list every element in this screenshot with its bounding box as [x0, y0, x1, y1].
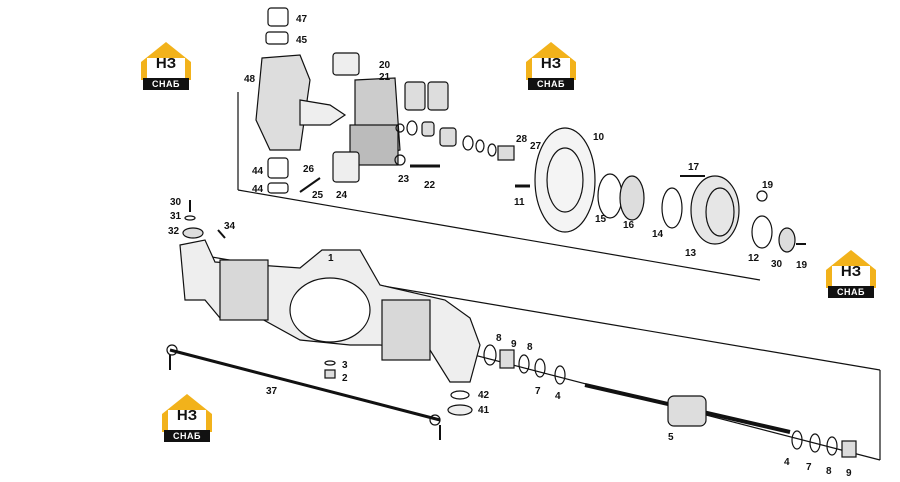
callout-19: 17	[688, 162, 700, 173]
callout-41: 41	[478, 405, 490, 416]
callout-27: 25	[312, 190, 324, 201]
washer-44	[265, 31, 289, 45]
callout-38: 37	[266, 386, 278, 397]
callout-32: 31	[170, 211, 182, 222]
callout-12: 12	[748, 253, 760, 264]
callout-10: 10	[593, 132, 605, 143]
callout-4: 4	[555, 391, 561, 402]
callout-14: 15	[595, 214, 607, 225]
logo-mark: НЗ	[176, 407, 198, 424]
callout-30: 28	[516, 134, 528, 145]
logo-sub: СНАБ	[828, 286, 874, 298]
callout-31: 30	[170, 197, 182, 208]
callout-9b: 9	[846, 468, 852, 479]
plug-21	[756, 190, 768, 202]
callout-7: 7	[535, 386, 541, 397]
seal-14	[597, 173, 623, 219]
logo-mark: НЗ	[155, 55, 177, 72]
callout-21: 19	[762, 180, 774, 191]
callout-20: 19	[796, 260, 808, 271]
pad-48b	[427, 81, 449, 111]
callout-34: 32	[168, 226, 180, 237]
plate-26	[332, 151, 360, 183]
callout-28: 26	[303, 164, 315, 175]
callout-45: 47	[296, 14, 308, 25]
callout-29: 27	[530, 141, 542, 152]
hub-16	[690, 175, 740, 245]
callout-22: 20	[379, 60, 391, 71]
callout-37: 34	[224, 221, 236, 232]
watermark-logo: НЗ СНАБ	[822, 248, 880, 300]
callout-44: 45	[296, 35, 308, 46]
bushing-45	[267, 7, 289, 27]
disc-10	[534, 127, 596, 233]
watermark-logo: НЗ СНАБ	[137, 40, 195, 92]
bearing-15	[619, 175, 645, 221]
callout-8: 8	[496, 333, 502, 344]
tie-rod-38	[169, 348, 441, 422]
callout-44b: 44	[252, 184, 264, 195]
callout-24: 22	[424, 180, 436, 191]
callout-8b: 8	[527, 342, 533, 353]
knuckle-47	[255, 54, 311, 151]
callout-47: 48	[244, 74, 256, 85]
logo-sub: СНАБ	[164, 430, 210, 442]
logo-mark: НЗ	[540, 55, 562, 72]
callout-2: 2	[342, 373, 348, 384]
callout-17: 30	[771, 259, 783, 270]
logo-sub: СНАБ	[143, 78, 189, 90]
bearing-12	[751, 215, 773, 249]
callout-3: 3	[342, 360, 348, 371]
watermark-logo: НЗ СНАБ	[522, 40, 580, 92]
callout-1: 1	[328, 253, 334, 264]
callout-11: 11	[514, 197, 525, 208]
callout-7b: 7	[806, 462, 812, 473]
callout-4b: 4	[784, 457, 790, 468]
ring-13	[661, 187, 683, 229]
callout-5: 5	[668, 432, 674, 443]
callout-15: 16	[623, 220, 635, 231]
logo-mark: НЗ	[840, 263, 862, 280]
callout-16: 13	[685, 248, 697, 259]
logo-sub: СНАБ	[528, 78, 574, 90]
callout-13: 14	[652, 229, 664, 240]
callout-25: 23	[398, 174, 410, 185]
callout-43: 44	[252, 166, 264, 177]
pad-48a	[404, 81, 426, 111]
nut-17	[778, 227, 796, 253]
watermark-logo: НЗ СНАБ	[158, 392, 216, 444]
callout-42: 42	[478, 390, 490, 401]
plate-26top	[332, 52, 360, 76]
callout-9: 9	[511, 339, 517, 350]
callout-23: 21	[379, 72, 391, 83]
callout-26: 24	[336, 190, 348, 201]
callout-8c: 8	[826, 466, 832, 477]
